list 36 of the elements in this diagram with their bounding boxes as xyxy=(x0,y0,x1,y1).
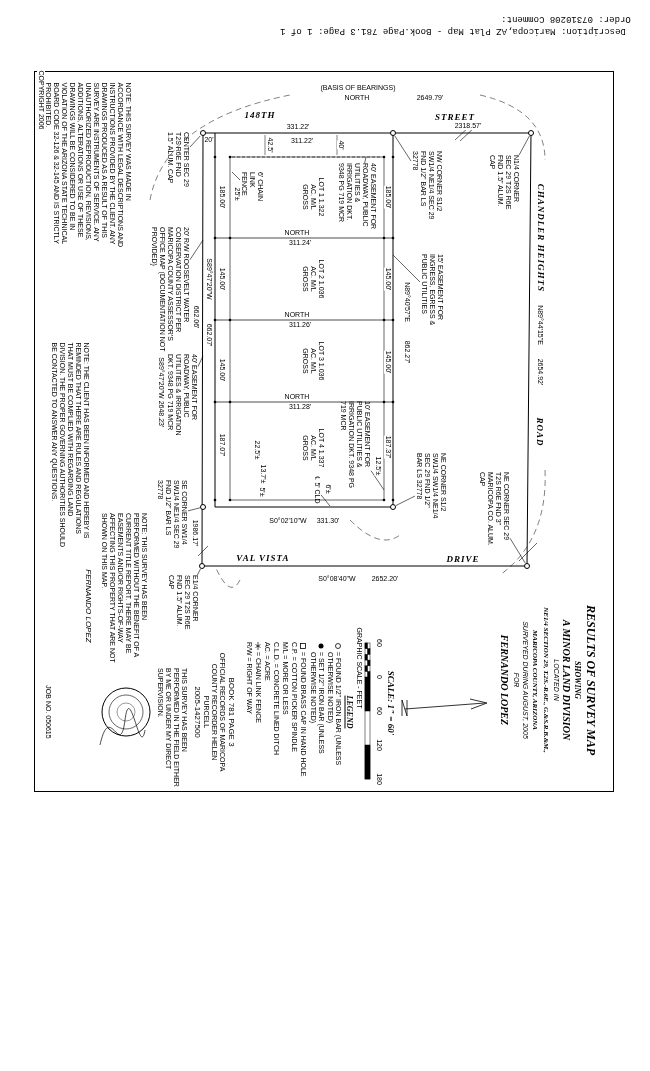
header-text: Description: Maricopa,AZ Plat Map - Book.Page 781.3 Page: 1 of 1 xyxy=(280,26,626,36)
survey-monument-marker xyxy=(524,563,530,569)
street-name: 148TH xyxy=(244,110,276,120)
leader-line xyxy=(509,537,526,564)
leader-line xyxy=(392,254,421,283)
survey-monument-marker xyxy=(200,504,206,510)
street-name: VAL VISTA xyxy=(236,553,290,563)
leader-line xyxy=(189,135,201,148)
legend-heading: LEGEND xyxy=(344,695,354,729)
leader-line xyxy=(189,239,204,260)
leader-line xyxy=(197,355,204,367)
leader-line xyxy=(364,156,367,164)
leader-line xyxy=(518,135,530,156)
header-text: Order: 07310208 Comment: xyxy=(501,14,631,24)
street-name: DRIVE xyxy=(446,554,480,564)
survey-monument-marker xyxy=(528,130,534,136)
survey-monument-marker xyxy=(390,504,396,510)
survey-monument-marker xyxy=(390,130,396,136)
street-name: STREET xyxy=(435,112,475,122)
leader-line xyxy=(394,135,412,162)
subtitle-text: SHOWING xyxy=(572,660,582,700)
street-name: ROAD xyxy=(535,417,545,447)
signature-name: FERNANDO LOPEZ xyxy=(83,569,93,643)
leader-line xyxy=(187,507,201,512)
record-text: BOOK 781 PAGE 3 xyxy=(226,677,236,747)
street-name: CHANDLER HEIGHTS xyxy=(536,183,546,293)
client-name: FERNANDO LOPEZ xyxy=(498,634,510,726)
leader-line xyxy=(370,470,385,491)
subtitle-text: A MINOR LAND DIVISION xyxy=(560,619,572,741)
survey-monument-marker xyxy=(199,563,205,569)
leader-line xyxy=(395,495,416,506)
leader-line xyxy=(197,568,201,576)
scale-text: SCALE: 1" = 60' xyxy=(386,670,396,736)
leader-line xyxy=(231,171,241,181)
leader-line xyxy=(320,494,331,507)
record-number: 2005-1427500 xyxy=(192,686,202,738)
